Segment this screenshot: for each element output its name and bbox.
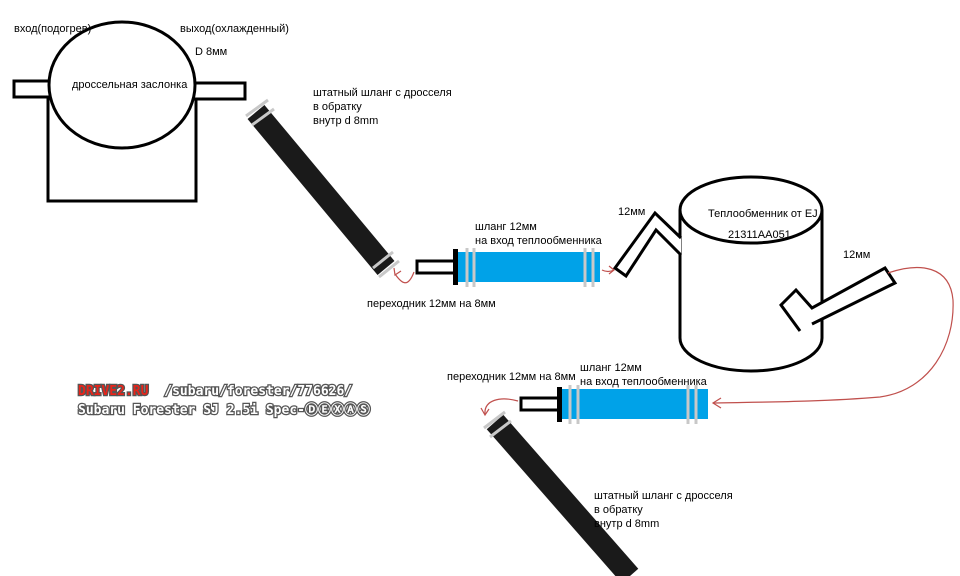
blue-hose-bottom-clamps	[568, 385, 698, 424]
watermark-path: /subaru/forester/776626/	[164, 384, 352, 399]
heat-exchanger-outlet-pipe	[779, 266, 898, 332]
blue-hose-bottom	[562, 385, 708, 424]
label-inlet: вход(подогрев)	[14, 23, 91, 35]
adapter-bottom	[519, 387, 562, 422]
flow-arrows	[393, 265, 954, 417]
blue-hose-top-clamps	[465, 248, 595, 287]
throttle-body	[12, 20, 247, 203]
label-adapter-bottom: переходник 12мм на 8мм	[447, 371, 576, 383]
stock-hose-bottom	[483, 410, 639, 576]
stock-hose-bottom-clamps	[483, 410, 512, 439]
heat-exchanger-body	[678, 210, 824, 373]
blue-hose-top	[458, 248, 600, 287]
adapter-top-flange	[453, 249, 458, 285]
label-stock-hose-top: штатный шланг с дросселя в обратку внутр…	[313, 87, 455, 127]
flow-arrow-to-stock-hose-bottom	[480, 398, 519, 417]
adapter-bottom-nozzle	[519, 396, 561, 412]
adapter-bottom-flange	[557, 387, 562, 422]
label-12mm-right: 12мм	[843, 249, 870, 261]
watermark-line-1: DRIVE2.RU /subaru/forester/776626/	[78, 384, 352, 399]
throttle-outlet-pipe	[191, 81, 247, 101]
label-12mm-left: 12мм	[618, 206, 645, 218]
watermark-brand: DRIVE2.RU	[78, 384, 149, 399]
flow-arrow-to-adapter-top	[393, 267, 415, 284]
label-d8: D 8мм	[195, 46, 227, 58]
label-heat-exchanger: Теплообменник от EJ	[708, 208, 818, 220]
label-stock-hose-bottom: штатный шланг с дросселя в обратку внутр…	[594, 490, 736, 530]
heat-exchanger-top	[678, 175, 824, 245]
diagram-labels: вход(подогрев) выход(охлажденный) D 8мм …	[14, 23, 870, 530]
throttle-valve-circle	[47, 20, 197, 150]
stock-hose-bottom-tube	[486, 414, 639, 576]
stock-hose-top-clamps	[245, 98, 400, 279]
heat-exchanger	[612, 175, 898, 373]
stock-hose-top	[245, 98, 400, 279]
label-hose12-bottom: шланг 12мм на вход теплообменника	[580, 362, 708, 388]
adapter-top	[415, 249, 458, 285]
adapter-top-nozzle	[415, 259, 457, 275]
label-outlet: выход(охлажденный)	[180, 23, 289, 35]
blue-hose-bottom-body	[562, 389, 708, 419]
flow-arrow-return-loop	[711, 266, 954, 409]
label-part-number: 21311AA051	[728, 229, 791, 241]
label-throttle: дроссельная заслонка	[72, 79, 188, 91]
label-adapter-top: переходник 12мм на 8мм	[367, 298, 496, 310]
stock-hose-top-tube	[247, 104, 395, 276]
blue-hose-top-body	[458, 252, 600, 282]
flow-arrow-to-exchanger	[601, 265, 615, 275]
heat-exchanger-inlet-pipe	[612, 210, 683, 279]
watermark: DRIVE2.RU /subaru/forester/776626/ Subar…	[77, 383, 371, 420]
watermark-car: Subaru Forester SJ 2.5i Spec-ⒹⒺⓍⒶⓈ	[78, 402, 370, 418]
label-hose12-top: шланг 12мм на вход теплообменника	[475, 221, 603, 247]
